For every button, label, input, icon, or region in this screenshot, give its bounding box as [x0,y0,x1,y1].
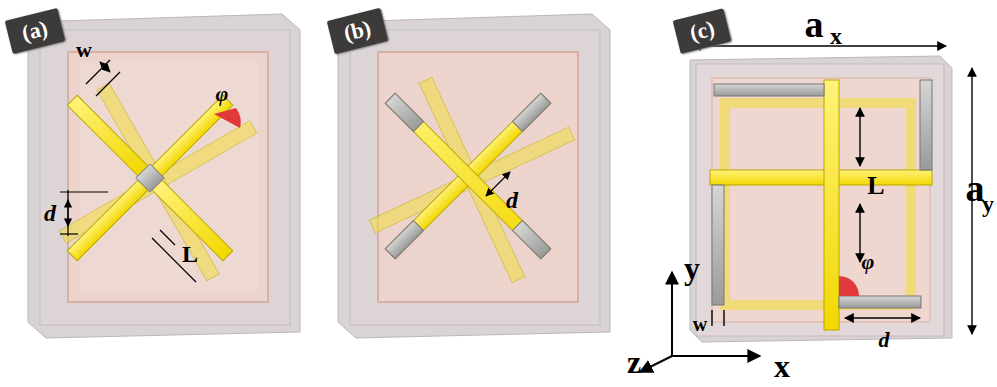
panel-tag: (c) [673,8,732,54]
dimension-label: L [867,173,884,199]
angle-wedge [214,108,241,128]
panel-label: (a) [19,15,50,45]
dimension-subscript: y [982,192,994,216]
axis-label: y [684,252,700,284]
dimension-label: L [182,242,198,266]
substrate-box [690,56,952,342]
back-cross [326,34,618,326]
dimension-label: a [966,169,985,207]
dimension-subscript: x [830,24,842,48]
substrate-box [338,14,610,338]
panel-label: (b) [341,15,373,46]
dimension-label: d [879,329,890,351]
angle-label: φ [216,83,229,105]
dimension-label: d [44,201,56,225]
front-cross [0,22,306,333]
dimension-label: d [506,188,518,212]
back-frame [720,98,916,310]
front-cross [710,80,932,330]
axis-label: z [627,346,641,378]
axis-label: x [774,350,790,382]
dimension-lines [692,46,972,334]
front-cross [312,20,623,331]
angle-label: φ [862,251,875,273]
panel-label: (c) [687,15,717,45]
dimension-label: w [693,314,707,334]
dimension-lines [60,60,196,282]
substrate-box [28,14,300,338]
back-cross [8,32,309,333]
dimension-label: w [76,39,92,61]
dimension-label: a [805,5,824,43]
coordinate-axes [640,272,760,372]
angle-wedge [839,276,859,296]
